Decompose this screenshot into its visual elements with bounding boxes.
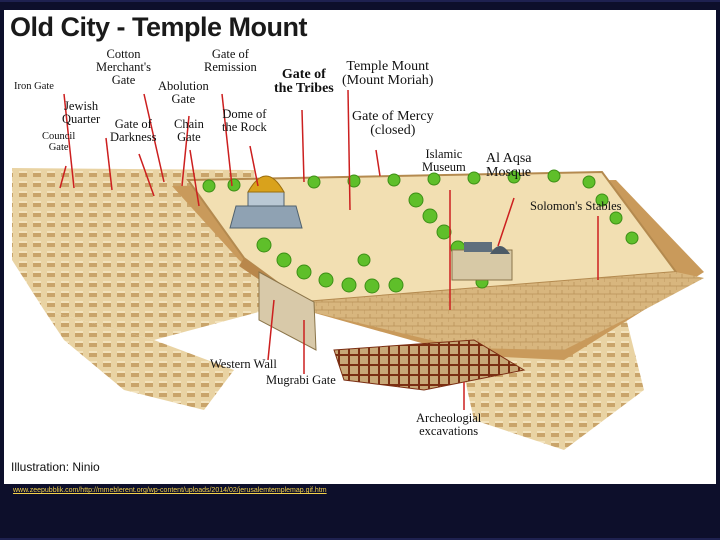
label-mugrabi-gate: Mugrabi Gate — [266, 373, 336, 387]
label-gate-of-mercy: Gate of Mercy (closed) — [352, 109, 434, 139]
label-abolution-gate: Abolution Gate — [158, 79, 209, 106]
temple-mount-platform — [172, 170, 704, 360]
label-chain-gate: Chain Gate — [174, 117, 204, 144]
temple-mount-illustration — [12, 89, 704, 450]
diagram-title: Old City - Temple Mount — [10, 12, 307, 42]
label-cotton-merchants-gate: Cotton Merchant's Gate — [96, 47, 152, 87]
archeological-site — [333, 339, 526, 391]
label-archeological-excavations: Archeologial excavations — [416, 411, 482, 438]
label-dome-of-the-rock: Dome of the Rock — [222, 107, 267, 134]
label-al-aqsa-mosque: Al Aqsa Mosque — [486, 151, 532, 181]
label-gate-of-remission: Gate of Remission — [204, 47, 257, 74]
label-solomons-stables: Solomon's Stables — [530, 199, 622, 213]
label-pointers — [59, 89, 599, 410]
label-gate-of-the-tribes: Gate of the Tribes — [274, 67, 334, 97]
label-council-gate: Council Gate — [42, 131, 76, 153]
slide-top-edge — [0, 0, 720, 2]
label-islamic-museum: Islamic Museum — [422, 147, 466, 174]
label-jewish-quarter: Jewish Quarter — [62, 99, 101, 126]
illustration-credit: Illustration: Ninio — [11, 460, 100, 474]
western-wall — [258, 271, 317, 351]
diagram-panel: Old City - Temple Mount Iron Gate Cotton… — [4, 10, 716, 484]
label-temple-mount: Temple Mount (Mount Moriah) — [342, 59, 434, 89]
label-gate-of-darkness: Gate of Darkness — [110, 117, 157, 144]
label-western-wall: Western Wall — [210, 357, 277, 371]
label-iron-gate: Iron Gate — [14, 81, 54, 92]
al-aqsa-mosque — [451, 242, 513, 281]
slide-bottom-edge — [0, 538, 720, 540]
source-link[interactable]: www.zeepubblik.com/http://mmeblerent.org… — [13, 487, 327, 494]
